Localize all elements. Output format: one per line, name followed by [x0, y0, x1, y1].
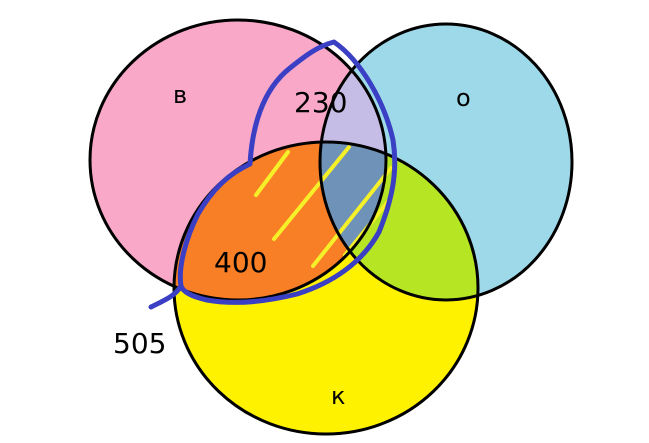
- circle-k-outline: [172, 140, 480, 436]
- value-outside: 505: [113, 327, 166, 360]
- set-label-v: в: [173, 81, 187, 109]
- circle-o-outline: [318, 22, 574, 302]
- set-label-o: о: [456, 84, 471, 112]
- value-top-overlap: 230: [294, 86, 347, 119]
- ink-highlight: [148, 39, 398, 310]
- set-label-k: к: [331, 382, 346, 410]
- value-left-overlap: 400: [214, 246, 267, 279]
